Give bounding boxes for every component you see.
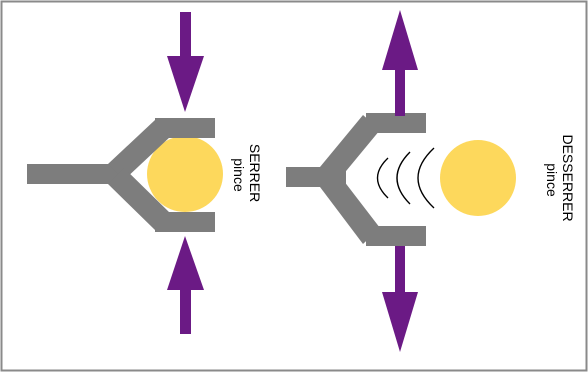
- release-upper-finger: [366, 113, 426, 133]
- release-label: DESSERRER pince: [544, 134, 576, 225]
- release-upper-arm: [320, 115, 380, 182]
- clamp-upper-finger: [155, 118, 215, 138]
- release-label-line2: pince: [544, 163, 560, 197]
- clamp-arrow-up-icon: [167, 236, 204, 334]
- release-lower-finger: [366, 226, 426, 246]
- release-arrow-down-icon: [382, 246, 418, 352]
- sound-wave-arcs-icon: [376, 147, 435, 209]
- release-arrow-up-icon: [382, 10, 418, 116]
- clamp-label-line2: pince: [231, 158, 247, 192]
- release-lower-arm: [320, 172, 380, 244]
- release-arrows-icon: [382, 10, 418, 352]
- clamp-arrows-icon: [167, 12, 204, 334]
- release-ball: [440, 140, 516, 216]
- clamp-gripper-arms: [27, 118, 215, 232]
- clamp-shaft: [27, 164, 124, 184]
- clamp-lower-finger: [155, 212, 215, 232]
- clamp-ball: [147, 136, 223, 212]
- release-gripper-arms: [286, 113, 426, 246]
- clamp-arrow-down-icon: [167, 12, 204, 112]
- release-gripper: DESSERRER pince: [286, 10, 576, 352]
- clamp-gripper: SERRER pince: [27, 12, 263, 334]
- release-label-line1: DESSERRER: [560, 134, 576, 221]
- clamp-label-line1: SERRER: [247, 144, 263, 202]
- clamp-label: SERRER pince: [231, 144, 263, 206]
